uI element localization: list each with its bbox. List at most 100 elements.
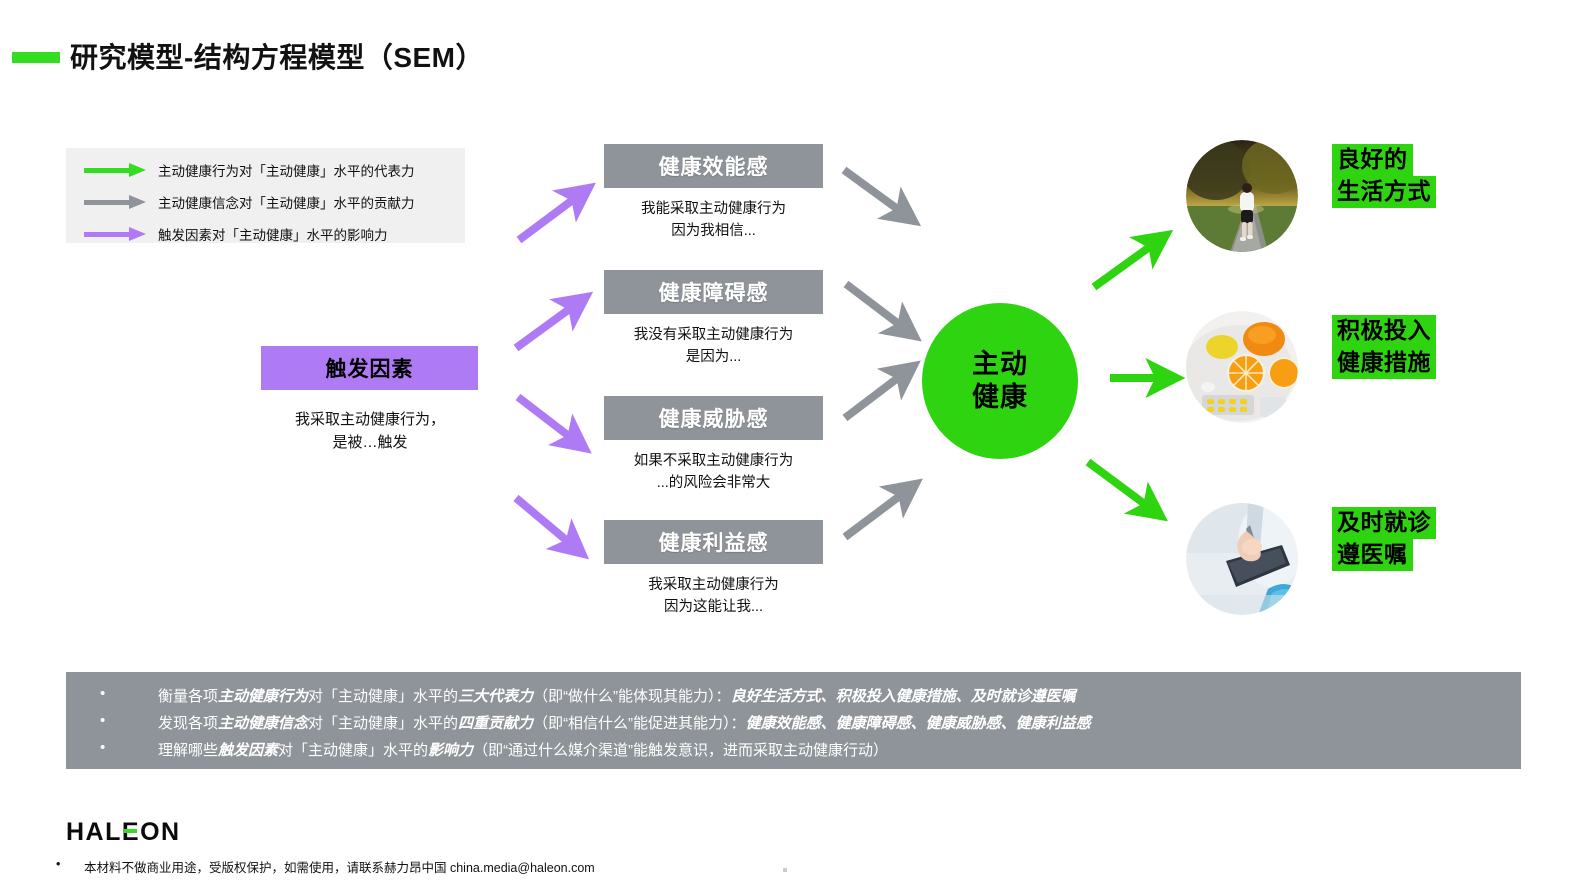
doctor-with-tablet-photo	[1186, 503, 1298, 615]
summary-plain: （即“相信什么”能促进其能力）：	[533, 715, 746, 732]
haleon-logo: HALEON	[66, 818, 181, 847]
outcome-line2: 遵医嘱	[1332, 538, 1413, 571]
arrow-trigger-to-efficacy-icon	[516, 182, 596, 244]
belief-line1: 我采取主动健康行为	[648, 577, 779, 593]
outcome-line2: 生活方式	[1332, 175, 1436, 208]
arrow-right-icon	[84, 227, 146, 241]
summary-plain: 对「主动健康」水平的	[308, 715, 459, 732]
belief-line1: 我能采取主动健康行为	[641, 201, 786, 217]
summary-bullet-row: • 发现各项主动健康信念对「主动健康」水平的四重贡献力（即“相信什么”能促进其能…	[100, 712, 1509, 733]
outcome-label: 积极投入 健康措施	[1332, 315, 1436, 379]
trigger-factor-heading: 触发因素	[325, 358, 414, 381]
summary-emphasis: 影响力	[428, 742, 474, 759]
belief-heading: 健康障碍感	[658, 282, 769, 305]
belief-heading: 健康利益感	[658, 532, 769, 555]
belief-heading-container: 健康障碍感	[604, 270, 823, 314]
summary-emphasis: 良好生活方式、积极投入健康措施、及时就诊遵医嘱	[730, 688, 1076, 705]
belief-line1: 我没有采取主动健康行为	[633, 327, 794, 343]
arrow-barrier-to-core-icon	[843, 280, 922, 342]
outcome-line1: 积极投入	[1332, 315, 1436, 347]
belief-box-threat: 健康威胁感 如果不采取主动健康行为 ...的风险会非常大	[604, 396, 823, 495]
legend-item-influence: 触发因素对「主动健康」水平的影响力	[84, 224, 388, 244]
bullet-marker: •	[100, 712, 106, 729]
arrow-efficacy-to-core-icon	[841, 166, 922, 227]
legend-item-representation: 主动健康行为对「主动健康」水平的代表力	[84, 160, 415, 180]
summary-plain: 衡量各项	[158, 688, 219, 705]
belief-heading: 健康效能感	[658, 156, 769, 179]
outcome-line1: 及时就诊	[1332, 507, 1436, 539]
trigger-factor-description: 我采取主动健康行为， 是被…触发	[240, 408, 500, 455]
summary-emphasis: 健康效能感、健康障碍感、健康威胁感、健康利益感	[745, 715, 1091, 732]
belief-line2: 因为这能让我...	[663, 598, 764, 615]
outcome-label: 良好的 生活方式	[1332, 144, 1436, 208]
legend-label: 触发因素对「主动健康」水平的影响力	[158, 228, 388, 243]
arrow-trigger-to-benefit-icon	[513, 494, 590, 560]
legend-label: 主动健康行为对「主动健康」水平的代表力	[158, 164, 415, 179]
summary-plain: 发现各项	[158, 715, 219, 732]
logo-letter-e: E	[122, 818, 140, 847]
core-proactive-health-circle: 主动 健康	[922, 303, 1078, 459]
belief-box-efficacy: 健康效能感 我能采取主动健康行为 因为我相信...	[604, 144, 823, 243]
belief-box-barrier: 健康障碍感 我没有采取主动健康行为 是因为...	[604, 270, 823, 369]
belief-description: 我没有采取主动健康行为 是因为...	[604, 325, 823, 369]
summary-plain: 对「主动健康」水平的	[308, 688, 459, 705]
arrow-core-to-lifestyle-icon	[1091, 229, 1174, 291]
arrow-benefit-to-core-icon	[842, 478, 923, 541]
summary-emphasis: 三大代表力	[458, 688, 534, 705]
belief-heading-container: 健康利益感	[604, 520, 823, 564]
belief-box-benefit: 健康利益感 我采取主动健康行为 因为这能让我...	[604, 520, 823, 619]
summary-plain: （即“做什么”能体现其能力）：	[533, 688, 731, 705]
oranges-and-pills-photo	[1186, 311, 1298, 423]
summary-row-text: 发现各项主动健康信念对「主动健康」水平的四重贡献力（即“相信什么”能促进其能力）…	[158, 715, 1091, 732]
bullet-marker: •	[56, 857, 61, 871]
legend: 主动健康行为对「主动健康」水平的代表力 主动健康信念对「主动健康」水平的贡献力 …	[66, 148, 465, 243]
trigger-factor-box: 触发因素	[261, 346, 478, 390]
belief-line2: ...的风险会非常大	[656, 474, 771, 491]
legend-label: 主动健康信念对「主动健康」水平的贡献力	[158, 196, 415, 211]
runner-on-path-photo	[1186, 140, 1298, 252]
logo-green-bar	[123, 829, 137, 833]
title-accent-bar	[12, 52, 60, 63]
belief-description: 我采取主动健康行为 因为这能让我...	[604, 575, 823, 619]
belief-description: 如果不采取主动健康行为 ...的风险会非常大	[604, 451, 823, 495]
outcome-line1: 良好的	[1332, 144, 1413, 176]
summary-row-text: 衡量各项主动健康行为对「主动健康」水平的三大代表力（即“做什么”能体现其能力）：…	[158, 688, 1076, 705]
core-line2: 健康	[972, 382, 1028, 412]
summary-row-text: 理解哪些触发因素对「主动健康」水平的影响力（即“通过什么媒介渠道”能触发意识，进…	[158, 742, 888, 759]
arrow-core-to-consult-icon	[1085, 458, 1168, 522]
trigger-factor-line2: 是被…触发	[332, 434, 408, 452]
summary-plain: 对「主动健康」水平的	[278, 742, 429, 759]
arrow-right-icon	[84, 163, 146, 177]
belief-line2: 是因为...	[685, 348, 742, 365]
arrow-trigger-to-barrier-icon	[513, 291, 594, 352]
outcome-label: 及时就诊 遵医嘱	[1332, 507, 1436, 571]
belief-heading: 健康威胁感	[658, 408, 769, 431]
page-dot-mark	[783, 868, 787, 872]
core-line1: 主动	[972, 349, 1028, 380]
belief-line2: 因为我相信...	[671, 222, 756, 239]
logo-text-b: ON	[140, 818, 181, 846]
belief-line1: 如果不采取主动健康行为	[633, 453, 794, 469]
legend-item-contribution: 主动健康信念对「主动健康」水平的贡献力	[84, 192, 415, 212]
bullet-marker: •	[100, 739, 106, 756]
belief-heading-container: 健康威胁感	[604, 396, 823, 440]
summary-plain: 理解哪些	[158, 742, 219, 759]
summary-emphasis: 主动健康信念	[218, 715, 309, 732]
disclaimer-text: 本材料不做商业用途，受版权保护，如需使用，请联系赫力昂中国 china.medi…	[84, 861, 595, 875]
page-title: 研究模型-结构方程模型（SEM）	[70, 42, 485, 73]
outcome-line2: 健康措施	[1332, 346, 1436, 379]
trigger-factor-line1: 我采取主动健康行为，	[294, 411, 445, 428]
belief-description: 我能采取主动健康行为 因为我相信...	[604, 199, 823, 243]
summary-emphasis: 主动健康行为	[218, 688, 309, 705]
arrow-threat-to-core-icon	[842, 360, 921, 422]
bullet-marker: •	[100, 685, 106, 702]
belief-heading-container: 健康效能感	[604, 144, 823, 188]
summary-emphasis: 四重贡献力	[458, 715, 534, 732]
summary-box: • 衡量各项主动健康行为对「主动健康」水平的三大代表力（即“做什么”能体现其能力…	[66, 672, 1521, 769]
logo-text-a: HAL	[66, 818, 122, 846]
summary-plain: （即“通过什么媒介渠道”能触发意识，进而采取主动健康行动）	[473, 742, 889, 759]
arrow-right-icon	[84, 195, 146, 209]
disclaimer: • 本材料不做商业用途，受版权保护，如需使用，请联系赫力昂中国 china.me…	[56, 857, 595, 876]
summary-bullet-row: • 理解哪些触发因素对「主动健康」水平的影响力（即“通过什么媒介渠道”能触发意识…	[100, 739, 1509, 760]
